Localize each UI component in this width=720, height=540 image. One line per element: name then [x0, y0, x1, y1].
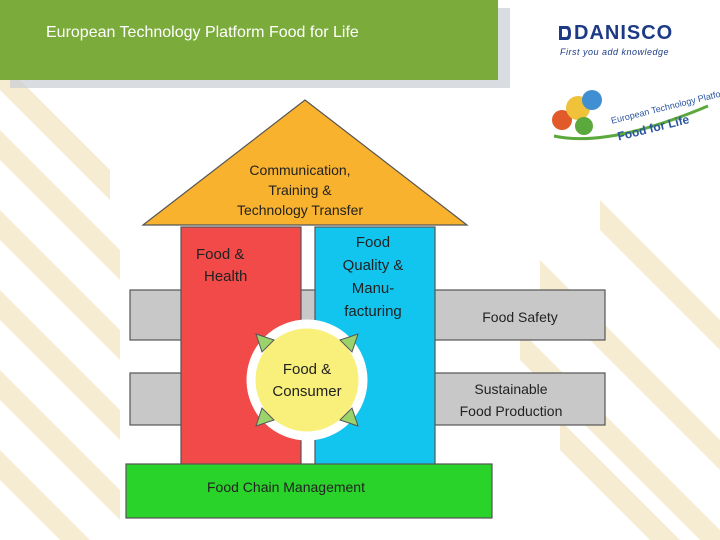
- base-food-chain: [125, 463, 493, 519]
- danisco-mark-icon: [559, 26, 571, 40]
- pillar-left-line-2: Health: [204, 268, 248, 285]
- pillar-right-label: Food Quality & Manu- facturing: [318, 231, 428, 323]
- band-bottom-label: Sustainable Food Production: [436, 378, 586, 422]
- pillar-right-line-3: Manu-: [351, 280, 395, 297]
- arrow-top-right-icon: [339, 333, 359, 353]
- pillar-left-line-1: Food &: [196, 246, 245, 263]
- arrow-bottom-right-icon: [339, 407, 359, 427]
- band-top-label: Food Safety: [482, 309, 558, 325]
- danisco-logo: DANISCO First you add knowledge: [558, 22, 718, 62]
- roof-communication: [141, 99, 469, 226]
- arrow-bottom-left-icon: [255, 407, 275, 427]
- pillar-right-line-4: facturing: [344, 303, 402, 320]
- band-bottom-line-2: Food Production: [459, 403, 563, 419]
- center-line-1: Food &: [282, 361, 332, 378]
- arrow-top-left-icon: [255, 333, 275, 353]
- roof-line-3: Technology Transfer: [236, 202, 364, 218]
- food-for-life-emblem: European Technology Platform Food for Li…: [548, 78, 720, 160]
- header-bar: [0, 0, 498, 80]
- logo-wordmark: DANISCO: [574, 22, 674, 44]
- center-line-2: Consumer: [272, 383, 342, 400]
- pillar-right-line-2: Quality &: [342, 257, 404, 274]
- pillar-right-line-1: Food: [355, 234, 391, 251]
- emblem-graphic: [552, 90, 709, 141]
- center-label: Food & Consumer: [247, 359, 367, 403]
- center-food-consumer: [246, 319, 368, 441]
- slide-title: European Technology Platform Food for Li…: [46, 24, 359, 41]
- band-bottom-line-1: Sustainable: [474, 381, 548, 397]
- roof-label: Communication, Training & Technology Tra…: [210, 160, 390, 220]
- logo-tagline: First you add knowledge: [560, 47, 670, 57]
- roof-line-2: Training &: [268, 182, 332, 198]
- pillar-left-label: Food & Health: [196, 244, 266, 288]
- base-label: Food Chain Management: [207, 479, 365, 495]
- roof-line-1: Communication,: [249, 162, 351, 178]
